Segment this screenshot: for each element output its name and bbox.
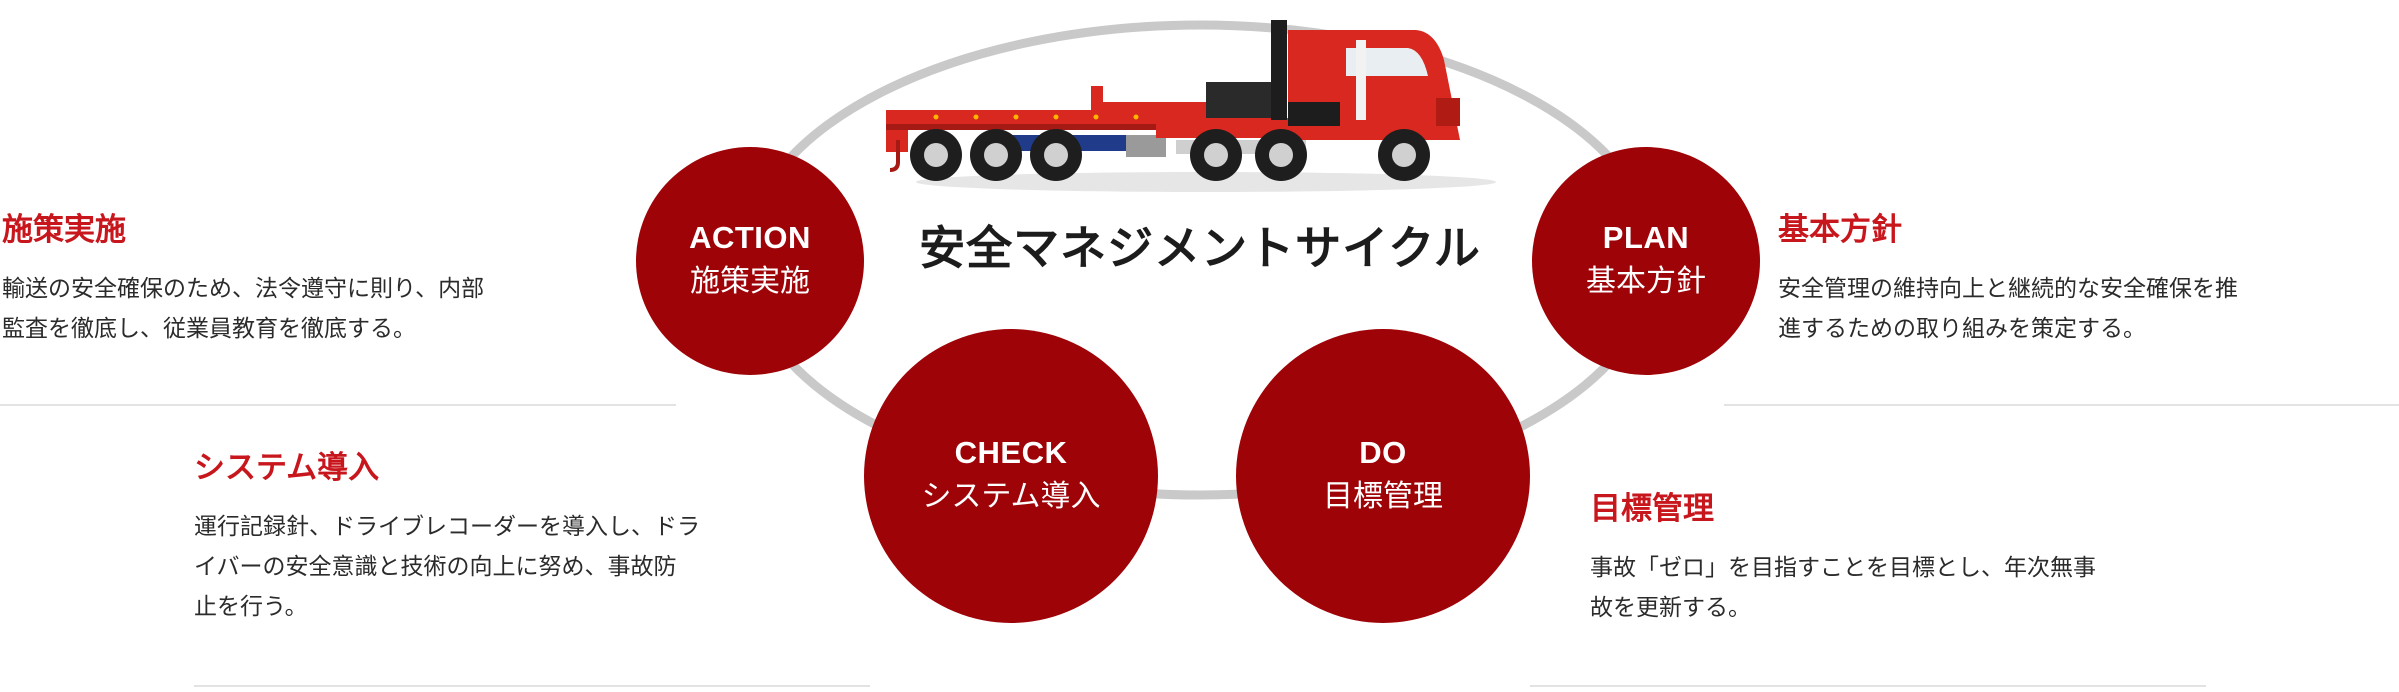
action-description: 施策実施 輸送の安全確保のため、法令遵守に則り、内部 監査を徹底し、従業員教育を… [2,212,622,349]
action-circle: ACTION 施策実施 [636,147,864,375]
plan-body: 安全管理の維持向上と継続的な安全確保を推 進するための取り組みを策定する。 [1778,269,2398,349]
do-label-en: DO [1359,435,1407,471]
do-line: 事故「ゼロ」を目指すことを目標とし、年次無事 [1590,555,2096,582]
plan-heading: 基本方針 [1778,212,1902,248]
divider-right-top [1724,404,2399,406]
action-line: 輸送の安全確保のため、法令遵守に則り、内部 [2,276,485,303]
check-description: システム導入 運行記録針、ドライブレコーダーを導入し、ドラ イバーの安全意識と技… [194,450,814,627]
check-line: 止を行う。 [194,594,308,621]
check-body: 運行記録針、ドライブレコーダーを導入し、ドラ イバーの安全意識と技術の向上に努め… [194,507,814,627]
do-body: 事故「ゼロ」を目指すことを目標とし、年次無事 故を更新する。 [1590,548,2210,628]
plan-label-en: PLAN [1602,220,1690,256]
check-line: イバーの安全意識と技術の向上に努め、事故防 [194,554,677,581]
do-circle: DO 目標管理 [1236,329,1530,623]
check-label-en: CHECK [954,435,1068,471]
divider-left-bottom [194,685,870,687]
check-circle: CHECK システム導入 [864,329,1158,623]
plan-label-ja: 基本方針 [1586,263,1706,299]
do-description: 目標管理 事故「ゼロ」を目指すことを目標とし、年次無事 故を更新する。 [1590,491,2210,628]
action-line: 監査を徹底し、従業員教育を徹底する。 [2,316,416,343]
action-body: 輸送の安全確保のため、法令遵守に則り、内部 監査を徹底し、従業員教育を徹底する。 [2,269,622,349]
check-heading: システム導入 [194,450,380,486]
plan-line: 安全管理の維持向上と継続的な安全確保を推 [1778,276,2238,303]
cycle-title: 安全マネジメントサイクル [919,221,1481,275]
truck-illustration [886,20,1496,192]
do-heading: 目標管理 [1590,491,1714,527]
action-label-en: ACTION [689,220,811,256]
plan-line: 進するための取り組みを策定する。 [1778,316,2146,343]
action-heading: 施策実施 [2,212,126,248]
action-label-ja: 施策実施 [690,263,810,299]
do-label-ja: 目標管理 [1323,478,1443,514]
plan-description: 基本方針 安全管理の維持向上と継続的な安全確保を推 進するための取り組みを策定す… [1778,212,2398,349]
divider-right-bottom [1530,685,2206,687]
divider-left-top [0,404,676,406]
plan-circle: PLAN 基本方針 [1532,147,1760,375]
check-label-ja: システム導入 [921,478,1101,514]
do-line: 故を更新する。 [1590,595,1751,622]
check-line: 運行記録針、ドライブレコーダーを導入し、ドラ [194,514,700,541]
